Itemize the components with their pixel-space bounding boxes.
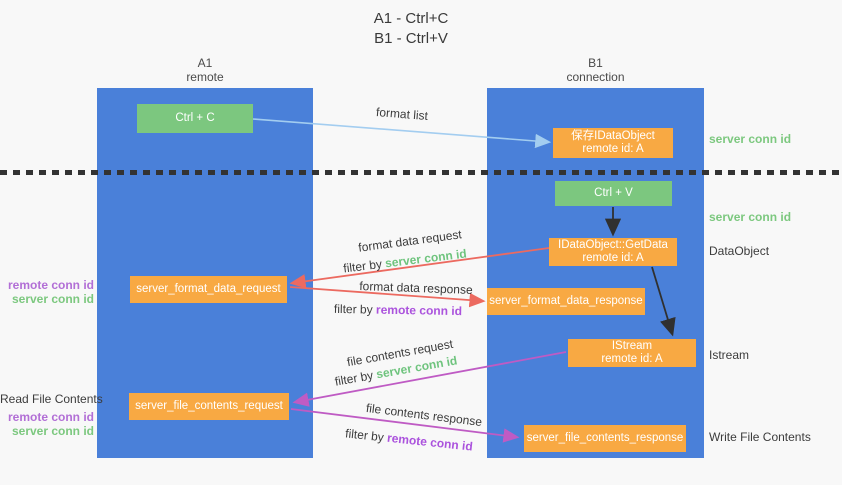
save-idataobject-line1: 保存IDataObject bbox=[571, 130, 655, 142]
file-contents-response-label: file contents response bbox=[365, 400, 483, 430]
filter-by-text: filter by bbox=[333, 301, 377, 317]
server-file-contents-request-box: server_file_contents_request bbox=[129, 393, 289, 420]
server-format-data-response-box: server_format_data_response bbox=[487, 288, 645, 315]
filter-by-text: filter by bbox=[342, 256, 386, 276]
file-request-label: server_file_contents_request bbox=[135, 400, 283, 412]
istream-box: IStream remote id: A bbox=[568, 339, 696, 367]
lane-a1-subtitle: remote bbox=[186, 70, 224, 84]
server-file-contents-response-box: server_file_contents_response bbox=[524, 425, 686, 452]
save-idataobject-box: 保存IDataObject remote id: A bbox=[553, 128, 673, 158]
server-conn-id-annotation-left-top: server conn id bbox=[11, 292, 94, 306]
read-file-contents-annotation: Read File Contents bbox=[0, 392, 103, 406]
lane-header-b1: B1 connection bbox=[487, 56, 704, 84]
write-file-contents-annotation: Write File Contents bbox=[709, 430, 811, 444]
ctrl-c-box: Ctrl + C bbox=[137, 104, 253, 133]
getdata-line2: remote id: A bbox=[582, 252, 644, 264]
server-conn-id-annotation-left-bottom: server conn id bbox=[11, 424, 94, 438]
server-conn-id-annotation-mid: server conn id bbox=[709, 210, 792, 224]
remote-conn-id-annotation-top: remote conn id bbox=[7, 278, 94, 292]
getdata-line1: IDataObject::GetData bbox=[558, 239, 668, 251]
dotted-separator-line bbox=[0, 170, 842, 175]
server-conn-id-text: server conn id bbox=[384, 246, 468, 271]
istream-line1: IStream bbox=[611, 340, 653, 352]
lane-b1-title: B1 bbox=[588, 56, 603, 70]
file-contents-response-filter-label: filter by remote conn id bbox=[345, 426, 474, 453]
format-response-label: server_format_data_response bbox=[489, 295, 643, 307]
lane-b1-subtitle: connection bbox=[566, 70, 625, 84]
filter-by-text: filter by bbox=[344, 426, 388, 445]
title-line-1: A1 - Ctrl+C bbox=[373, 10, 449, 27]
dataobject-annotation: DataObject bbox=[709, 244, 770, 258]
format-data-response-label: format data response bbox=[359, 279, 473, 297]
remote-conn-id-text: remote conn id bbox=[375, 302, 463, 319]
title-line-2: B1 - Ctrl+V bbox=[374, 30, 448, 47]
ctrl-v-box: Ctrl + V bbox=[555, 181, 672, 206]
lane-a1-title: A1 bbox=[197, 56, 213, 70]
diagram-title: A1 - Ctrl+C B1 - Ctrl+V bbox=[0, 9, 822, 49]
ctrl-v-label: Ctrl + V bbox=[594, 187, 633, 199]
server-conn-id-annotation-top: server conn id bbox=[709, 132, 792, 146]
filter-by-text: filter by bbox=[333, 367, 378, 389]
format-request-label: server_format_data_request bbox=[136, 283, 281, 295]
istream-line2: remote id: A bbox=[601, 353, 663, 365]
istream-annotation: Istream bbox=[709, 348, 750, 362]
server-format-data-request-box: server_format_data_request bbox=[130, 276, 287, 303]
file-response-label: server_file_contents_response bbox=[526, 432, 684, 444]
save-idataobject-line2: remote id: A bbox=[582, 143, 644, 155]
remote-conn-id-annotation-bottom: remote conn id bbox=[7, 410, 94, 424]
idataobject-getdata-box: IDataObject::GetData remote id: A bbox=[549, 238, 677, 266]
ctrl-c-label: Ctrl + C bbox=[175, 112, 215, 124]
format-list-label: format list bbox=[375, 104, 429, 124]
remote-conn-id-text: remote conn id bbox=[386, 430, 474, 454]
lane-header-a1: A1 remote bbox=[97, 56, 313, 84]
format-data-response-filter-label: filter by remote conn id bbox=[334, 302, 462, 318]
